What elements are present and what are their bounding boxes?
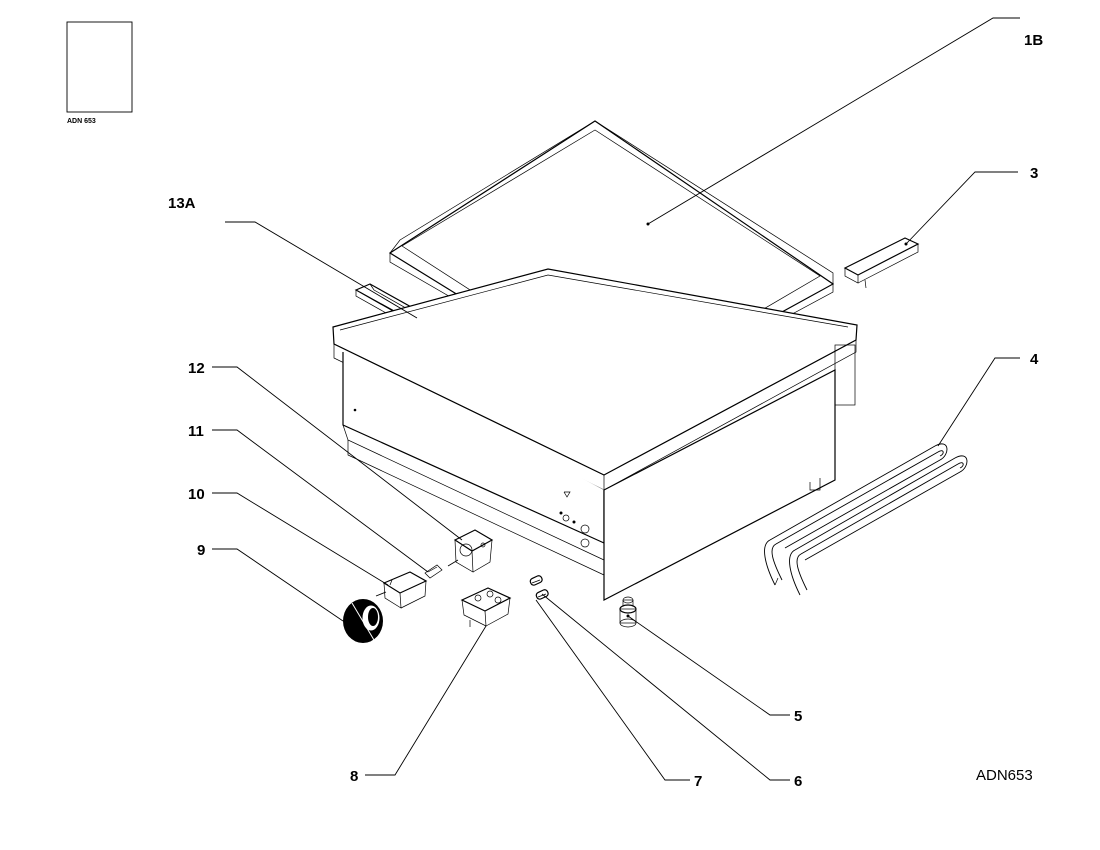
callout-6: 6 [794, 773, 802, 790]
callout-3: 3 [1030, 165, 1038, 182]
appliance-body [332, 268, 858, 601]
energy-regulator [447, 529, 494, 573]
indicator-lamps [529, 575, 549, 600]
leader-lines [212, 17, 1020, 781]
callout-9: 9 [197, 542, 205, 559]
callout-labels: 1B 3 4 5 6 7 8 9 10 11 12 13A [168, 32, 1043, 790]
callout-10: 10 [188, 486, 205, 503]
callout-7: 7 [694, 773, 702, 790]
callout-5: 5 [794, 708, 802, 725]
thumbnail: ADN 653 [66, 21, 133, 125]
spring-clip [424, 564, 443, 579]
thumbnail-label: ADN 653 [67, 118, 96, 125]
thumbnail-frame [66, 21, 133, 113]
callout-11: 11 [188, 423, 204, 440]
selector-switch [375, 571, 428, 609]
element-bracket [843, 237, 920, 289]
drawing-reference: ADN653 [976, 767, 1033, 784]
callout-1B: 1B [1024, 32, 1043, 49]
heating-element [764, 443, 968, 596]
callout-12: 12 [188, 360, 205, 377]
callout-8: 8 [350, 768, 358, 785]
callout-4: 4 [1030, 351, 1039, 368]
foot [619, 596, 637, 628]
thermostat [460, 587, 512, 627]
control-knob [343, 599, 383, 643]
callout-13A: 13A [168, 195, 196, 212]
